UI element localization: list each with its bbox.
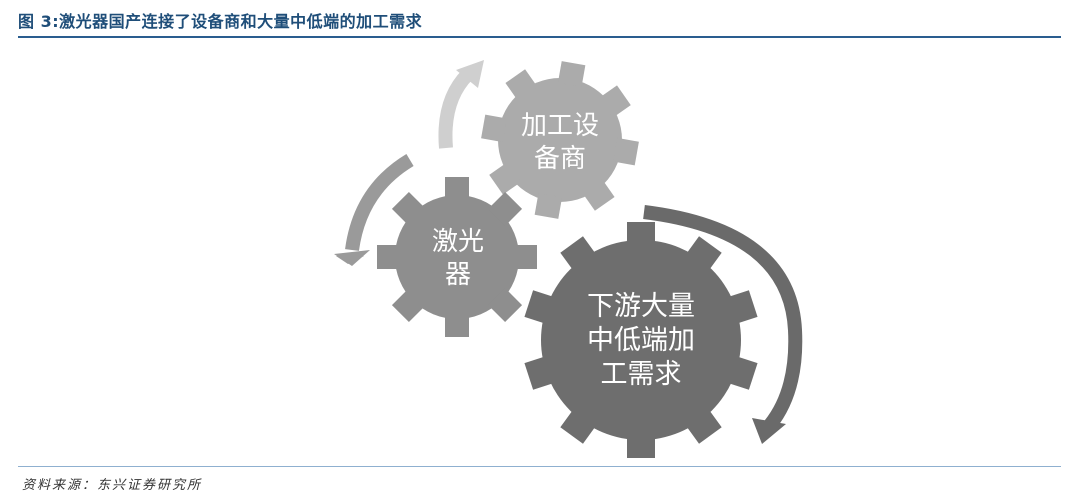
gear-downstream-demand-icon [524,222,758,458]
gear-label-line: 加工设 [520,111,599,141]
gear-label-line: 工需求 [600,358,682,390]
source-divider [18,466,1061,467]
gear-label-line: 激光 [431,227,484,257]
arrow-up-icon [438,60,484,149]
gear-label-equipment-vendor: 加工设 备商 [500,110,620,175]
arrow-left-down-icon [334,153,414,266]
gear-label-laser: 激光 器 [400,226,516,291]
arrow-right-down-icon [643,205,803,444]
gear-label-line: 备商 [533,143,586,174]
gear-label-line: 下游大量 [587,291,695,322]
gear-label-downstream-demand: 下游大量 中低端加 工需求 [566,290,716,391]
source-note: 资料来源：东兴证券研究所 [22,478,203,493]
gear-label-line: 器 [444,259,471,290]
figure-title: 图 3:激光器国产连接了设备商和大量中低端的加工需求 [18,12,423,31]
title-divider [18,36,1061,38]
gear-label-line: 中低端加 [587,324,695,356]
gear-equipment-vendor-icon [481,61,639,219]
